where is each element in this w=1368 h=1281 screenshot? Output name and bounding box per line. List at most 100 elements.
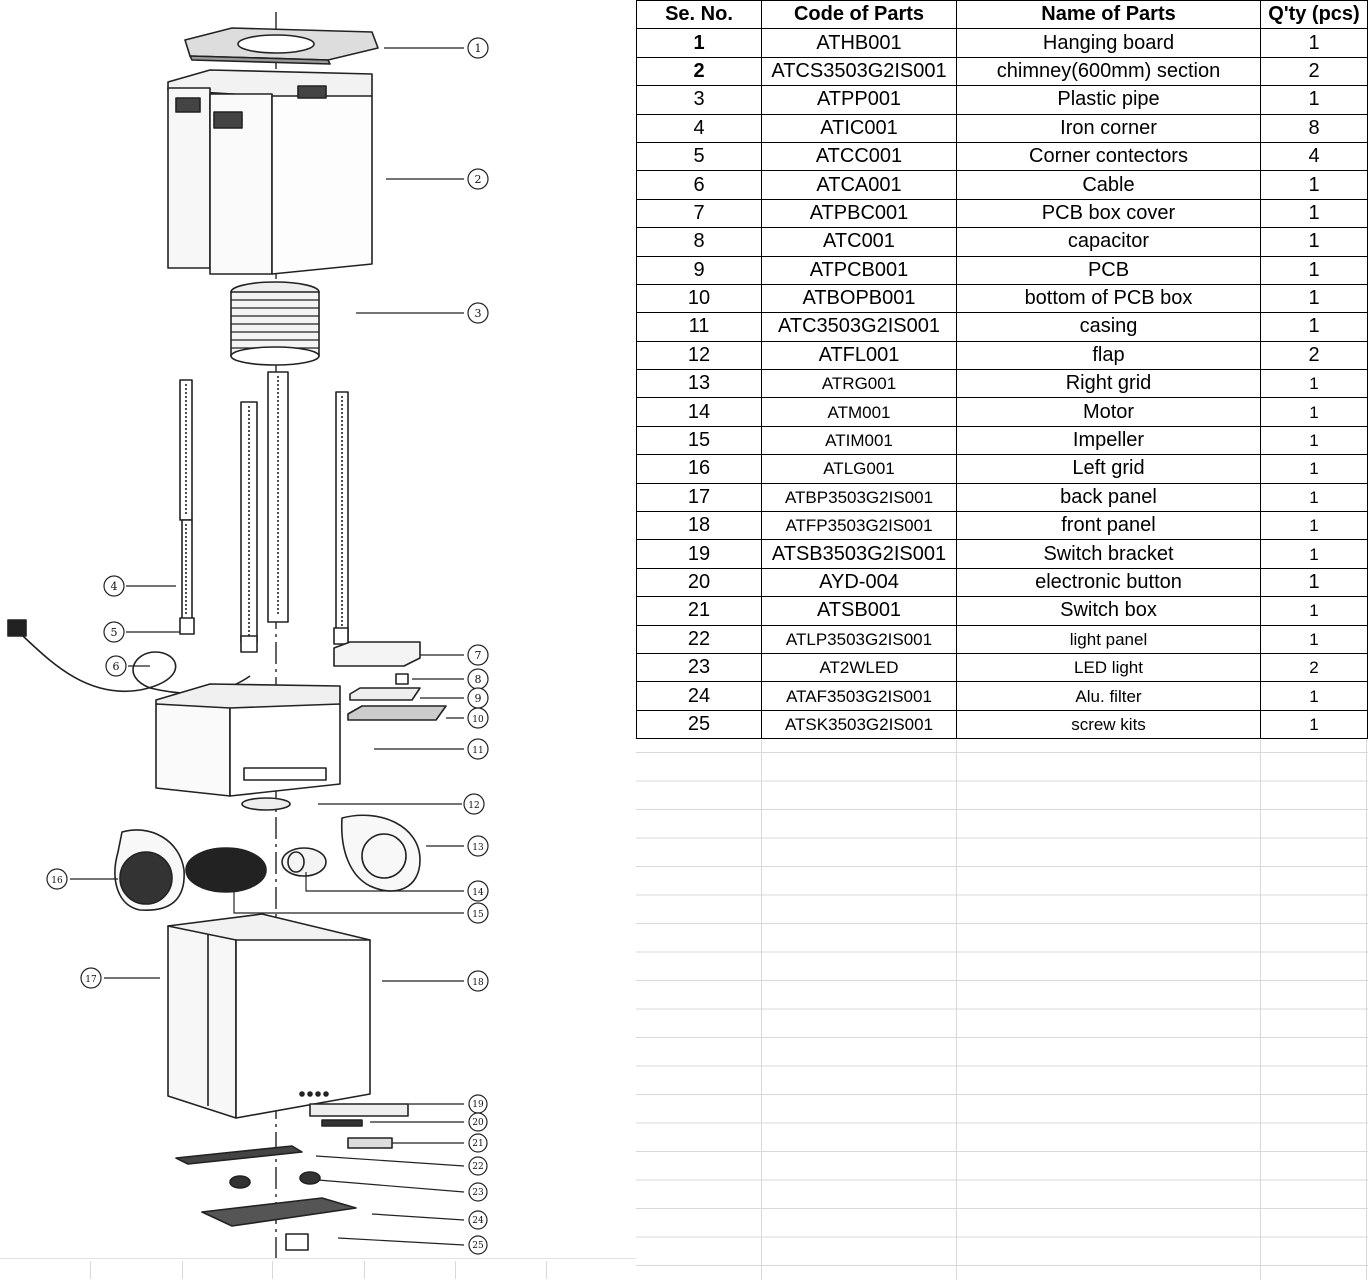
cell-quantity[interactable]: 1	[1260, 454, 1368, 484]
cell-part-name[interactable]: PCB box cover	[956, 198, 1261, 229]
cell-part-code[interactable]: ATCC001	[761, 141, 957, 172]
cell-quantity[interactable]: 8	[1260, 113, 1368, 143]
cell-quantity[interactable]: 1	[1260, 85, 1368, 115]
cell-part-code[interactable]: AYD-004	[761, 567, 957, 598]
cell-part-code[interactable]: ATLG001	[761, 454, 957, 484]
cell-quantity[interactable]: 1	[1260, 312, 1368, 342]
cell-quantity[interactable]: 1	[1260, 681, 1368, 711]
cell-serial-number[interactable]: 22	[636, 624, 762, 654]
cell-part-code[interactable]: ATPCB001	[761, 255, 957, 285]
cell-quantity[interactable]: 1	[1260, 511, 1368, 541]
cell-quantity[interactable]: 1	[1260, 624, 1368, 654]
cell-quantity[interactable]: 1	[1260, 170, 1368, 200]
cell-serial-number[interactable]: 15	[636, 425, 762, 456]
cell-part-code[interactable]: ATSB3503G2IS001	[761, 539, 957, 569]
cell-quantity[interactable]: 1	[1260, 567, 1368, 598]
cell-part-code[interactable]: ATAF3503G2IS001	[761, 681, 957, 711]
cell-serial-number[interactable]: 14	[636, 397, 762, 427]
cell-part-code[interactable]: ATIC001	[761, 113, 957, 143]
cell-part-name[interactable]: Right grid	[956, 369, 1261, 399]
cell-part-name[interactable]: LED light	[956, 652, 1261, 683]
cell-serial-number[interactable]: 8	[636, 227, 762, 257]
cell-quantity[interactable]: 1	[1260, 28, 1368, 58]
cell-part-name[interactable]: Corner contectors	[956, 141, 1261, 172]
cell-quantity[interactable]: 1	[1260, 709, 1368, 740]
cell-part-code[interactable]: ATIM001	[761, 425, 957, 456]
cell-part-name[interactable]: Motor	[956, 397, 1261, 427]
cell-serial-number[interactable]: 6	[636, 170, 762, 200]
header-name-of-parts[interactable]: Name of Parts	[956, 0, 1261, 30]
cell-quantity[interactable]: 1	[1260, 198, 1368, 229]
cell-part-name[interactable]: Switch box	[956, 596, 1261, 626]
cell-serial-number[interactable]: 23	[636, 652, 762, 683]
cell-serial-number[interactable]: 2	[636, 56, 762, 87]
cell-quantity[interactable]: 2	[1260, 652, 1368, 683]
cell-part-name[interactable]: Cable	[956, 170, 1261, 200]
cell-part-name[interactable]: Iron corner	[956, 113, 1261, 143]
cell-quantity[interactable]: 1	[1260, 369, 1368, 399]
header-serial-number[interactable]: Se. No.	[636, 0, 762, 30]
cell-quantity[interactable]: 1	[1260, 397, 1368, 427]
cell-part-code[interactable]: ATBP3503G2IS001	[761, 482, 957, 513]
cell-part-name[interactable]: chimney(600mm) section	[956, 56, 1261, 87]
cell-serial-number[interactable]: 3	[636, 85, 762, 115]
cell-serial-number[interactable]: 7	[636, 198, 762, 229]
cell-part-code[interactable]: ATPP001	[761, 85, 957, 115]
cell-part-code[interactable]: ATFP3503G2IS001	[761, 511, 957, 541]
cell-part-code[interactable]: ATSB001	[761, 596, 957, 626]
cell-serial-number[interactable]: 19	[636, 539, 762, 569]
cell-quantity[interactable]: 1	[1260, 539, 1368, 569]
cell-quantity[interactable]: 2	[1260, 56, 1368, 87]
cell-part-name[interactable]: light panel	[956, 624, 1261, 654]
header-code-of-parts[interactable]: Code of Parts	[761, 0, 957, 30]
cell-part-name[interactable]: casing	[956, 312, 1261, 342]
cell-part-code[interactable]: ATCS3503G2IS001	[761, 56, 957, 87]
cell-serial-number[interactable]: 5	[636, 141, 762, 172]
cell-part-name[interactable]: flap	[956, 340, 1261, 371]
cell-quantity[interactable]: 1	[1260, 283, 1368, 314]
cell-serial-number[interactable]: 20	[636, 567, 762, 598]
cell-part-name[interactable]: Plastic pipe	[956, 85, 1261, 115]
cell-serial-number[interactable]: 13	[636, 369, 762, 399]
cell-quantity[interactable]: 4	[1260, 141, 1368, 172]
cell-part-code[interactable]: ATLP3503G2IS001	[761, 624, 957, 654]
cell-part-code[interactable]: ATCA001	[761, 170, 957, 200]
cell-part-code[interactable]: ATRG001	[761, 369, 957, 399]
cell-serial-number[interactable]: 4	[636, 113, 762, 143]
cell-part-code[interactable]: ATBOPB001	[761, 283, 957, 314]
cell-quantity[interactable]: 1	[1260, 425, 1368, 456]
cell-serial-number[interactable]: 16	[636, 454, 762, 484]
cell-quantity[interactable]: 1	[1260, 482, 1368, 513]
cell-serial-number[interactable]: 1	[636, 28, 762, 58]
cell-serial-number[interactable]: 11	[636, 312, 762, 342]
cell-quantity[interactable]: 1	[1260, 596, 1368, 626]
cell-part-code[interactable]: ATHB001	[761, 28, 957, 58]
cell-part-name[interactable]: capacitor	[956, 227, 1261, 257]
cell-part-code[interactable]: ATSK3503G2IS001	[761, 709, 957, 740]
cell-serial-number[interactable]: 17	[636, 482, 762, 513]
cell-part-name[interactable]: Switch bracket	[956, 539, 1261, 569]
cell-part-name[interactable]: screw kits	[956, 709, 1261, 740]
cell-part-name[interactable]: Alu. filter	[956, 681, 1261, 711]
cell-serial-number[interactable]: 25	[636, 709, 762, 740]
cell-quantity[interactable]: 2	[1260, 340, 1368, 371]
cell-quantity[interactable]: 1	[1260, 227, 1368, 257]
cell-part-code[interactable]: AT2WLED	[761, 652, 957, 683]
cell-part-name[interactable]: Hanging board	[956, 28, 1261, 58]
cell-part-code[interactable]: ATM001	[761, 397, 957, 427]
cell-part-code[interactable]: ATC001	[761, 227, 957, 257]
cell-part-name[interactable]: Impeller	[956, 425, 1261, 456]
cell-part-name[interactable]: bottom of PCB box	[956, 283, 1261, 314]
cell-serial-number[interactable]: 9	[636, 255, 762, 285]
header-quantity[interactable]: Q'ty (pcs)	[1260, 0, 1368, 30]
cell-serial-number[interactable]: 10	[636, 283, 762, 314]
cell-part-name[interactable]: front panel	[956, 511, 1261, 541]
cell-part-code[interactable]: ATFL001	[761, 340, 957, 371]
cell-part-name[interactable]: PCB	[956, 255, 1261, 285]
cell-part-name[interactable]: back panel	[956, 482, 1261, 513]
cell-serial-number[interactable]: 12	[636, 340, 762, 371]
cell-serial-number[interactable]: 21	[636, 596, 762, 626]
cell-serial-number[interactable]: 24	[636, 681, 762, 711]
cell-part-name[interactable]: Left grid	[956, 454, 1261, 484]
cell-part-name[interactable]: electronic button	[956, 567, 1261, 598]
